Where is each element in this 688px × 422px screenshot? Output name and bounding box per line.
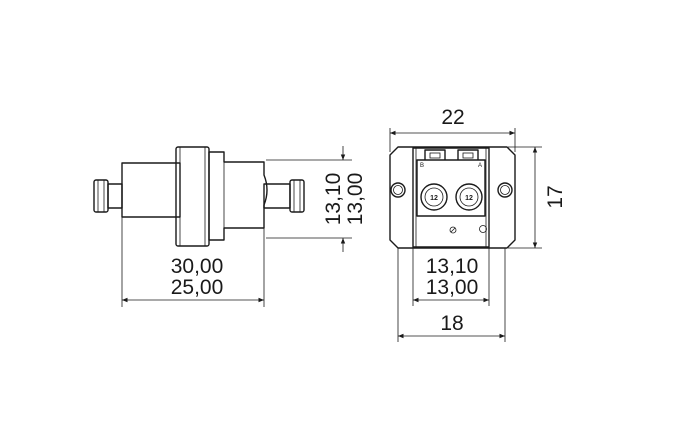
ferrule-right [289, 179, 305, 213]
dim-width-flange: 22 [441, 106, 464, 129]
port-label-left: 12 [430, 195, 438, 202]
screw-mark-right [479, 225, 487, 233]
clip-side [208, 151, 268, 241]
ferrule-left [93, 179, 109, 213]
mounting-hole-right [497, 182, 513, 198]
dim-height-flange: 17 [544, 185, 567, 208]
flange-front [389, 146, 516, 249]
port-marker-a: A [478, 163, 482, 169]
port-marker-b: B [420, 163, 424, 169]
dim-width-inner: 13,00 [426, 276, 479, 299]
screw-mark-left [449, 226, 457, 234]
flange-side [175, 146, 210, 247]
mounting-hole-left [390, 182, 406, 198]
adapter-body-front [412, 147, 490, 248]
port-left [420, 183, 448, 211]
side-view: 13,10 13,00 30,00 25,00 [93, 146, 367, 307]
dim-height-outer: 13,10 [322, 173, 345, 226]
dim-width-outer: 13,10 [426, 255, 479, 278]
front-view: B A 12 12 22 17 13,10 13,00 18 [389, 106, 567, 342]
port-right [455, 183, 483, 211]
dim-height-inner: 13,00 [344, 173, 367, 226]
adapter-body-side [121, 162, 181, 218]
dim-width-body: 18 [440, 312, 463, 335]
port-label-right: 12 [465, 195, 473, 202]
dim-length-outer: 30,00 [171, 255, 224, 278]
dim-length-inner: 25,00 [171, 276, 224, 299]
